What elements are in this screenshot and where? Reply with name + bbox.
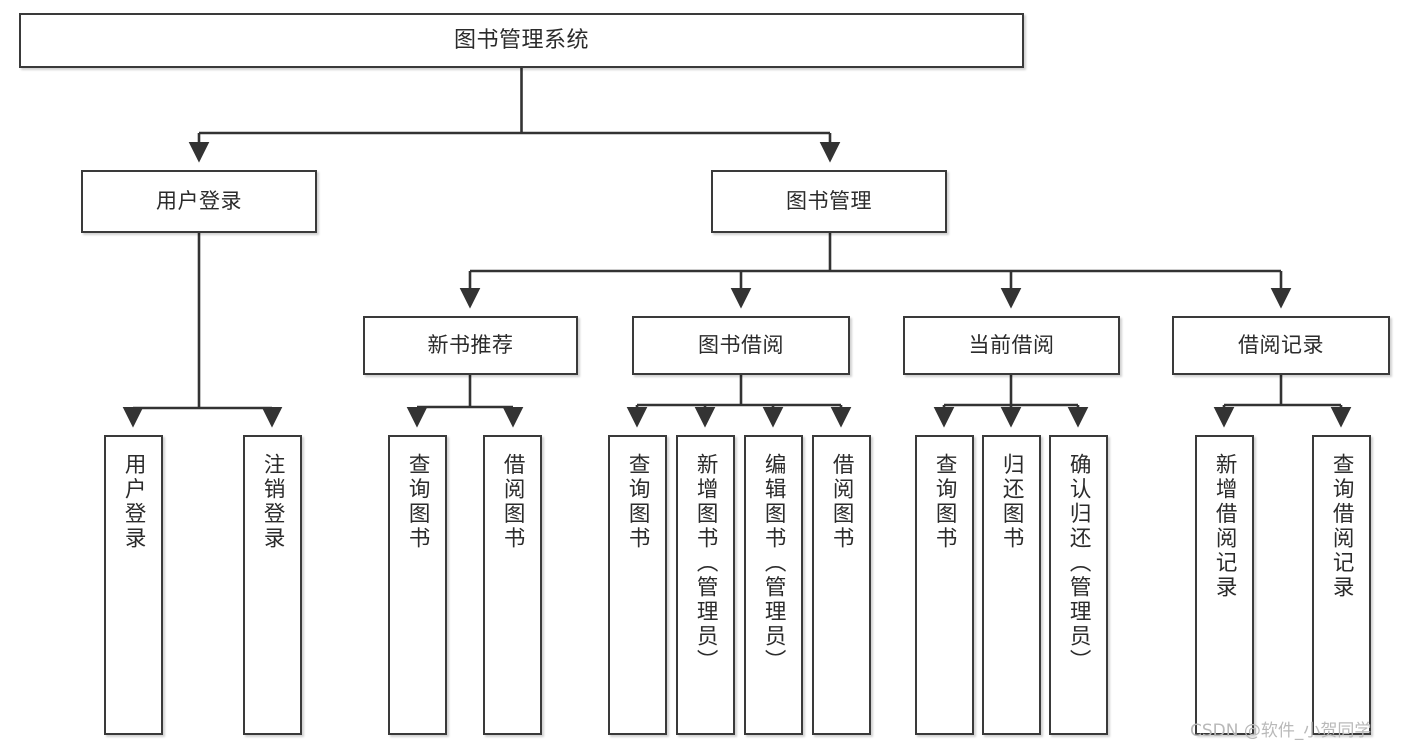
leaf-query-book-2-label: 查询图书: [625, 453, 651, 551]
node-root[interactable]: 图书管理系统: [19, 13, 1024, 68]
leaf-add-borrow-record-label: 新增借阅记录: [1212, 453, 1238, 600]
leaf-query-book-1-label: 查询图书: [405, 453, 431, 551]
leaf-edit-book[interactable]: 编辑图书（管理员）: [744, 435, 803, 735]
leaf-borrow-book-1[interactable]: 借阅图书: [483, 435, 542, 735]
node-borrow-record-label: 借阅记录: [1238, 333, 1324, 358]
node-book-borrow-label: 图书借阅: [698, 333, 784, 358]
node-current-borrow-label: 当前借阅: [968, 333, 1055, 358]
node-book-manage-label: 图书管理: [786, 189, 872, 214]
leaf-add-borrow-record[interactable]: 新增借阅记录: [1195, 435, 1254, 735]
node-root-label: 图书管理系统: [453, 27, 589, 53]
leaf-logout-login-label: 注销登录: [260, 453, 286, 551]
leaf-edit-book-label: 编辑图书（管理员）: [761, 453, 787, 674]
leaf-borrow-book-2[interactable]: 借阅图书: [812, 435, 871, 735]
leaf-logout-login[interactable]: 注销登录: [243, 435, 302, 735]
node-new-book-recommend[interactable]: 新书推荐: [363, 316, 578, 375]
leaf-add-book-label: 新增图书（管理员）: [693, 453, 719, 674]
leaf-confirm-return-label: 确认归还（管理员）: [1066, 453, 1092, 674]
node-borrow-record[interactable]: 借阅记录: [1172, 316, 1390, 375]
leaf-confirm-return[interactable]: 确认归还（管理员）: [1049, 435, 1108, 735]
node-new-book-recommend-label: 新书推荐: [427, 333, 514, 358]
leaf-user-login[interactable]: 用户登录: [104, 435, 163, 735]
watermark: CSDN @软件_小贺同学: [1190, 721, 1372, 741]
node-book-manage[interactable]: 图书管理: [711, 170, 947, 233]
node-user-login-label: 用户登录: [156, 189, 242, 214]
node-book-borrow[interactable]: 图书借阅: [632, 316, 850, 375]
node-current-borrow[interactable]: 当前借阅: [903, 316, 1120, 375]
leaf-query-book-1[interactable]: 查询图书: [388, 435, 447, 735]
leaf-query-book-3-label: 查询图书: [932, 453, 958, 551]
leaf-user-login-label: 用户登录: [121, 453, 147, 551]
leaf-return-book-label: 归还图书: [999, 453, 1025, 551]
leaf-query-borrow-record-label: 查询借阅记录: [1329, 453, 1355, 600]
leaf-borrow-book-2-label: 借阅图书: [829, 453, 855, 551]
leaf-return-book[interactable]: 归还图书: [982, 435, 1041, 735]
leaf-query-book-3[interactable]: 查询图书: [915, 435, 974, 735]
leaf-borrow-book-1-label: 借阅图书: [500, 453, 526, 551]
leaf-add-book[interactable]: 新增图书（管理员）: [676, 435, 735, 735]
leaf-query-book-2[interactable]: 查询图书: [608, 435, 667, 735]
leaf-query-borrow-record[interactable]: 查询借阅记录: [1312, 435, 1371, 735]
node-user-login[interactable]: 用户登录: [81, 170, 317, 233]
